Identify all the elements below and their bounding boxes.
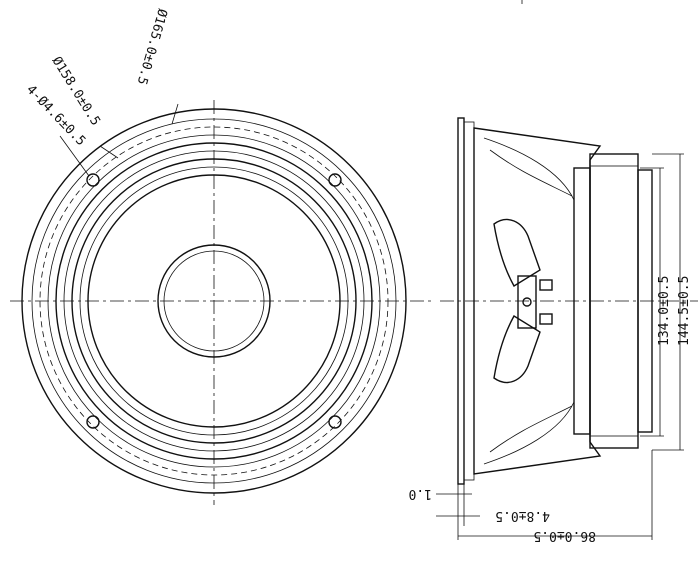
basket-window-upper [493, 218, 541, 287]
surround-ring-outer [63, 150, 365, 452]
gasket-outer [47, 134, 381, 468]
bolt-circle-line [39, 126, 389, 476]
surround-ring-mid [71, 158, 357, 444]
mounting-hole [86, 173, 100, 187]
terminal-block [517, 275, 553, 329]
bolt-circle-leader [99, 145, 119, 159]
basket-window-lower [493, 315, 541, 384]
flange-thickness-label: 4.8±0.5 [495, 508, 550, 523]
mounting-hole [86, 415, 100, 429]
basket-spoke-lower [489, 405, 573, 453]
frame-rim-line [31, 118, 397, 484]
terminal-tab-lower [539, 313, 553, 325]
dust-cap-inner [163, 250, 265, 352]
flange-gap-label: 1.0 [409, 486, 432, 501]
frame-outer-edge [21, 108, 407, 494]
mounting-holes [86, 173, 342, 429]
dust-cap-outer [157, 244, 271, 358]
magnet-back-plate [637, 169, 653, 433]
outer-diameter-leader [171, 103, 179, 125]
mounting-hole [328, 415, 342, 429]
front-view: Ø165.0±0.5 Ø158.0±0.5 4-Ø4.6±0.5 [10, 7, 432, 505]
terminal-tab-upper [539, 279, 553, 291]
basket-spoke-upper [489, 149, 573, 197]
depth-label: 86.0±0.5 [533, 528, 596, 543]
side-view: 134.0±0.5 144.5±0.5 1.0 4.8±0.5 86.0±0.5 [409, 0, 698, 543]
holes-leader [59, 135, 90, 177]
frame-height-label: 144.5±0.5 [677, 276, 692, 346]
outer-diameter-label: Ø165.0±0.5 [134, 7, 170, 86]
mounting-hole [328, 173, 342, 187]
terminal-housing [517, 275, 537, 329]
magnet-height-label: 134.0±0.5 [657, 276, 672, 346]
surround-ring-inner [79, 166, 349, 436]
terminal-rivet [522, 297, 532, 307]
gasket-inner [55, 142, 373, 460]
cone-edge [87, 174, 341, 428]
